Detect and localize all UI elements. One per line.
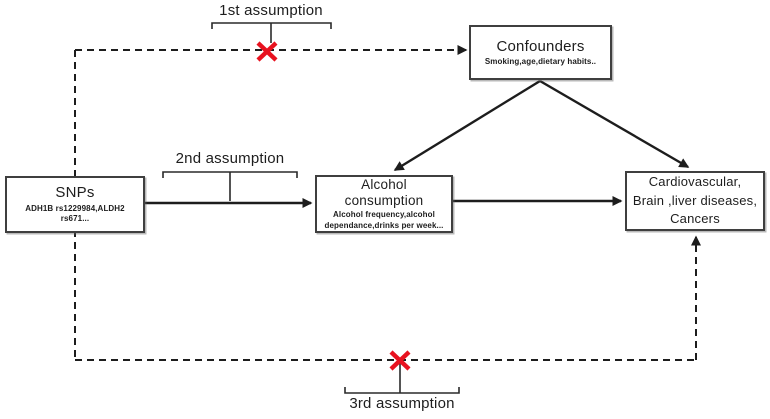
exposure-title: Alcohol consumption (344, 177, 424, 208)
assumption3-label: 3rd assumption (349, 395, 455, 412)
outcomes-line-1: Cardiovascular, (648, 173, 742, 189)
confounders-title: Confounders (496, 37, 585, 55)
node-alcohol-consumption: Alcohol consumption Alcohol frequency,al… (315, 175, 453, 233)
snps-title: SNPs (55, 184, 95, 202)
blocked-cross-bottom-icon (389, 350, 411, 371)
confounders-subtitle: Smoking,age,dietary habits.. (484, 56, 597, 66)
arrow-confounders-to-exposure (393, 79, 541, 172)
blocked-cross-top-icon (256, 41, 278, 62)
exposure-subtitle: Alcohol frequency,alcohol dependance,dri… (324, 210, 444, 230)
snps-subtitle: ADH1B rs1229984,ALDH2 rs671... (25, 203, 125, 224)
outcomes-line-2: Brain ,liver diseases, (632, 192, 758, 208)
node-snps: SNPs ADH1B rs1229984,ALDH2 rs671... (5, 176, 145, 233)
arrow-confounders-to-outcomes (539, 79, 690, 169)
node-outcomes: Cardiovascular, Brain ,liver diseases, C… (625, 171, 765, 231)
outcomes-line-3: Cancers (670, 211, 720, 227)
assumption3-bracket (344, 387, 460, 394)
assumption2-label: 2nd assumption (175, 150, 285, 167)
assumption1-label: 1st assumption (219, 2, 323, 19)
node-confounders: Confounders Smoking,age,dietary habits.. (469, 25, 612, 80)
